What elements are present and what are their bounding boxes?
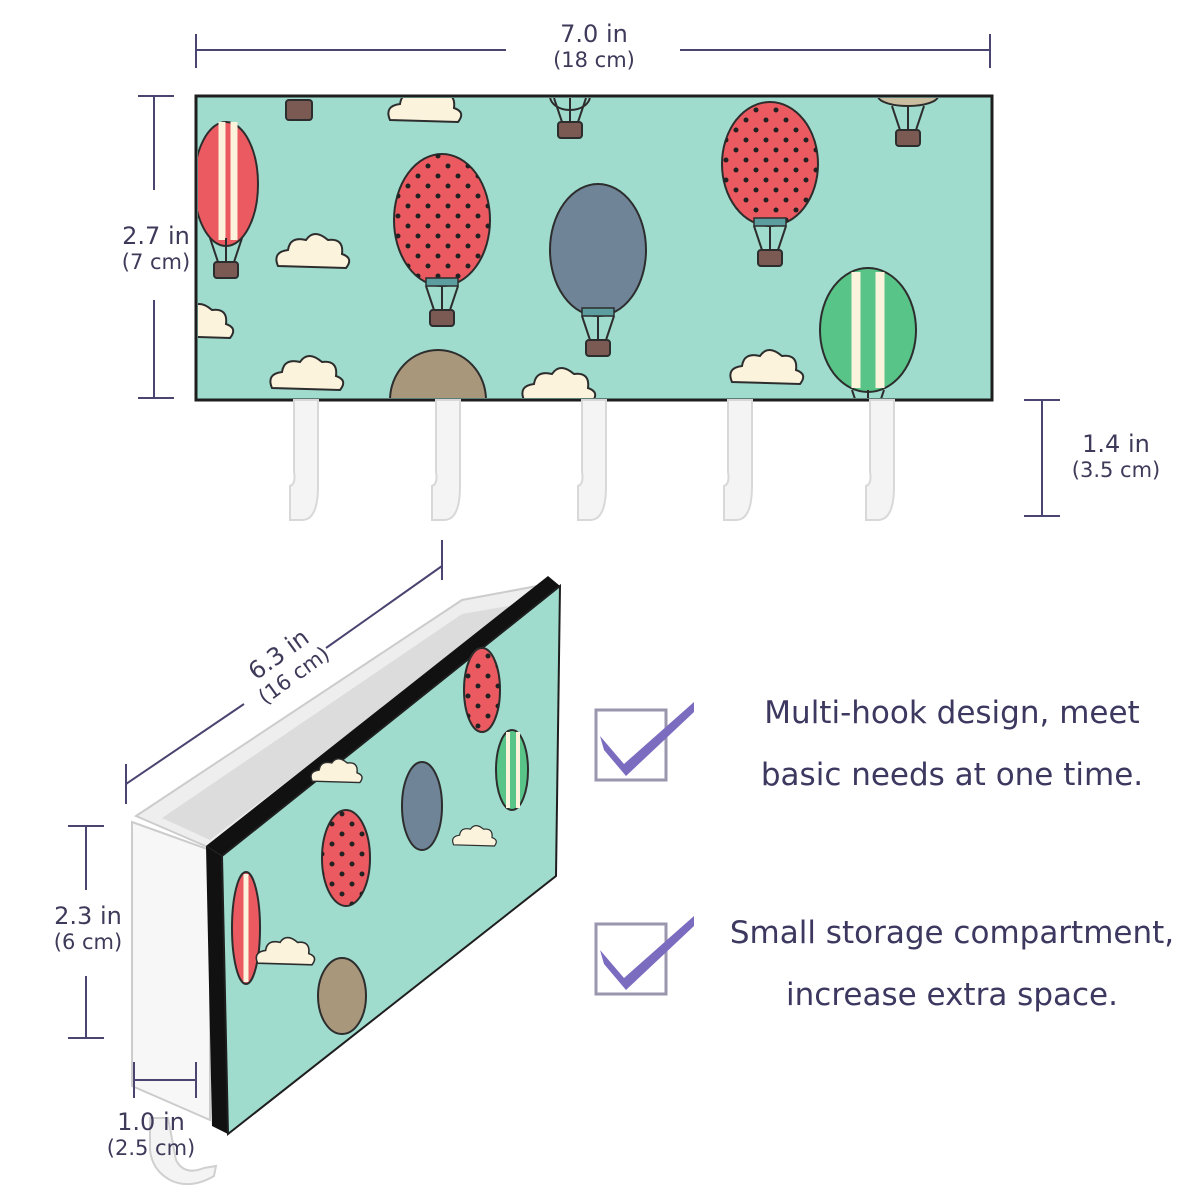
side-height-dimension-line <box>68 825 104 1039</box>
width-metric: (18 cm) <box>553 48 635 72</box>
hook-length-label: 1.4 in (3.5 cm) <box>1056 432 1176 481</box>
feature-multi-hook: Multi-hook design, meet basic needs at o… <box>712 682 1192 806</box>
hook-length-imperial: 1.4 in <box>1082 430 1150 458</box>
hook-length-metric: (3.5 cm) <box>1071 458 1161 482</box>
height-label: 2.7 in (7 cm) <box>108 224 204 273</box>
checkbox-icon <box>594 916 694 996</box>
feature-line: increase extra space. <box>786 977 1118 1013</box>
hooks <box>289 399 895 521</box>
feature-line: Small storage compartment, <box>729 915 1175 951</box>
width-dimension-line <box>195 34 991 68</box>
height-imperial: 2.7 in <box>122 222 190 250</box>
feature-storage: Small storage compartment, increase extr… <box>712 902 1192 1026</box>
depth-label: 1.0 in (2.5 cm) <box>96 1110 206 1159</box>
width-imperial: 7.0 in <box>560 20 628 48</box>
feature-line: Multi-hook design, meet <box>764 695 1140 731</box>
hook-dimension-line <box>1024 399 1060 517</box>
front-panel <box>194 94 994 402</box>
depth-dimension-line <box>133 1062 197 1098</box>
side-height-label: 2.3 in (6 cm) <box>40 904 136 953</box>
length-dimension-line <box>125 540 443 804</box>
side-view <box>131 576 562 1186</box>
height-dimension-line <box>138 95 174 399</box>
side-height-imperial: 2.3 in <box>54 902 122 930</box>
depth-metric: (2.5 cm) <box>106 1136 196 1160</box>
depth-imperial: 1.0 in <box>117 1108 185 1136</box>
width-label: 7.0 in (18 cm) <box>530 22 658 71</box>
height-metric: (7 cm) <box>121 250 191 274</box>
checkbox-icon <box>594 702 694 782</box>
feature-line: basic needs at one time. <box>760 757 1144 793</box>
side-height-metric: (6 cm) <box>53 930 123 954</box>
